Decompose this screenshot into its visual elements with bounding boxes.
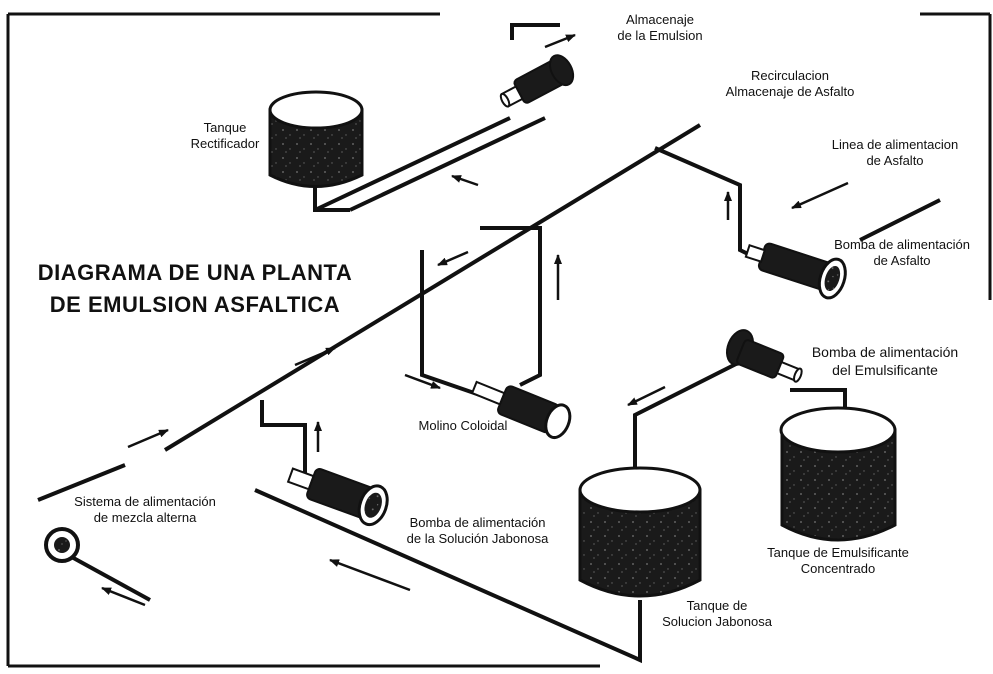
label-tanque-jabonosa: Tanque de Solucion Jabonosa <box>652 598 782 630</box>
label-line: de mezcla alterna <box>93 510 197 525</box>
label-tanque-emulsificante: Tanque de Emulsificante Concentrado <box>758 545 918 577</box>
label-bomba-asfalto: Bomba de alimentación de Asfalto <box>822 237 982 269</box>
bomba-almacenaje-emulsion <box>499 54 575 108</box>
label-tanque-rectificador: Tanque Rectificador <box>180 120 270 152</box>
tanque-rectificador <box>268 90 364 188</box>
label-line: Linea de alimentacion <box>831 137 959 152</box>
label-sistema-alimentacion: Sistema de alimentación de mezcla altern… <box>60 494 230 526</box>
diagram-title: DIAGRAMA DE UNA PLANTA DE EMULSION ASFAL… <box>20 260 370 318</box>
label-line: de Asfalto <box>873 253 931 268</box>
label-molino-coloidal: Molino Coloidal <box>408 418 518 434</box>
label-line: del Emulsificante <box>832 362 938 378</box>
label-line: Almacenaje <box>626 12 694 27</box>
label-line: Tanque <box>203 120 247 135</box>
label-line: Solucion Jabonosa <box>662 614 772 629</box>
sistema-alimentacion-mezcla <box>44 527 80 563</box>
label-line: Bomba de alimentación <box>834 237 970 252</box>
label-line: de Asfalto <box>866 153 924 168</box>
flow-arrows <box>101 33 849 607</box>
label-line: Sistema de alimentación <box>74 494 216 509</box>
tanque-emulsificante <box>779 406 897 542</box>
label-bomba-emulsificante: Bomba de alimentación del Emulsificante <box>800 343 970 379</box>
title-line-2: DE EMULSION ASFALTICA <box>49 292 341 317</box>
label-line: Bomba de alimentación <box>811 344 959 360</box>
title-line-1: DIAGRAMA DE UNA PLANTA <box>37 260 353 285</box>
label-almacenaje-emulsion: Almacenaje de la Emulsion <box>590 12 730 44</box>
label-linea-alimentacion: Linea de alimentacion de Asfalto <box>815 137 975 169</box>
label-line: de la Solución Jabonosa <box>406 531 549 546</box>
label-line: Concentrado <box>800 561 876 576</box>
label-recirculacion: Recirculacion Almacenaje de Asfalto <box>700 68 880 100</box>
bomba-asfalto <box>744 242 847 300</box>
tanque-solucion-jabonosa <box>578 466 702 598</box>
pipes <box>37 23 941 664</box>
frame <box>6 12 992 668</box>
label-bomba-jabonosa: Bomba de alimentación de la Solución Jab… <box>395 515 560 547</box>
label-line: Recirculacion <box>750 68 830 83</box>
label-line: Almacenaje de Asfalto <box>725 84 855 99</box>
label-line: Tanque de <box>686 598 748 613</box>
label-line: Tanque de Emulsificante <box>767 545 909 560</box>
bomba-solucion-jabonosa <box>286 467 389 527</box>
bomba-emulsificante <box>725 329 803 383</box>
molino-coloidal <box>470 380 572 440</box>
label-line: Molino Coloidal <box>418 418 508 433</box>
label-line: de la Emulsion <box>617 28 703 43</box>
label-line: Bomba de alimentación <box>409 515 546 530</box>
label-line: Rectificador <box>190 136 260 151</box>
